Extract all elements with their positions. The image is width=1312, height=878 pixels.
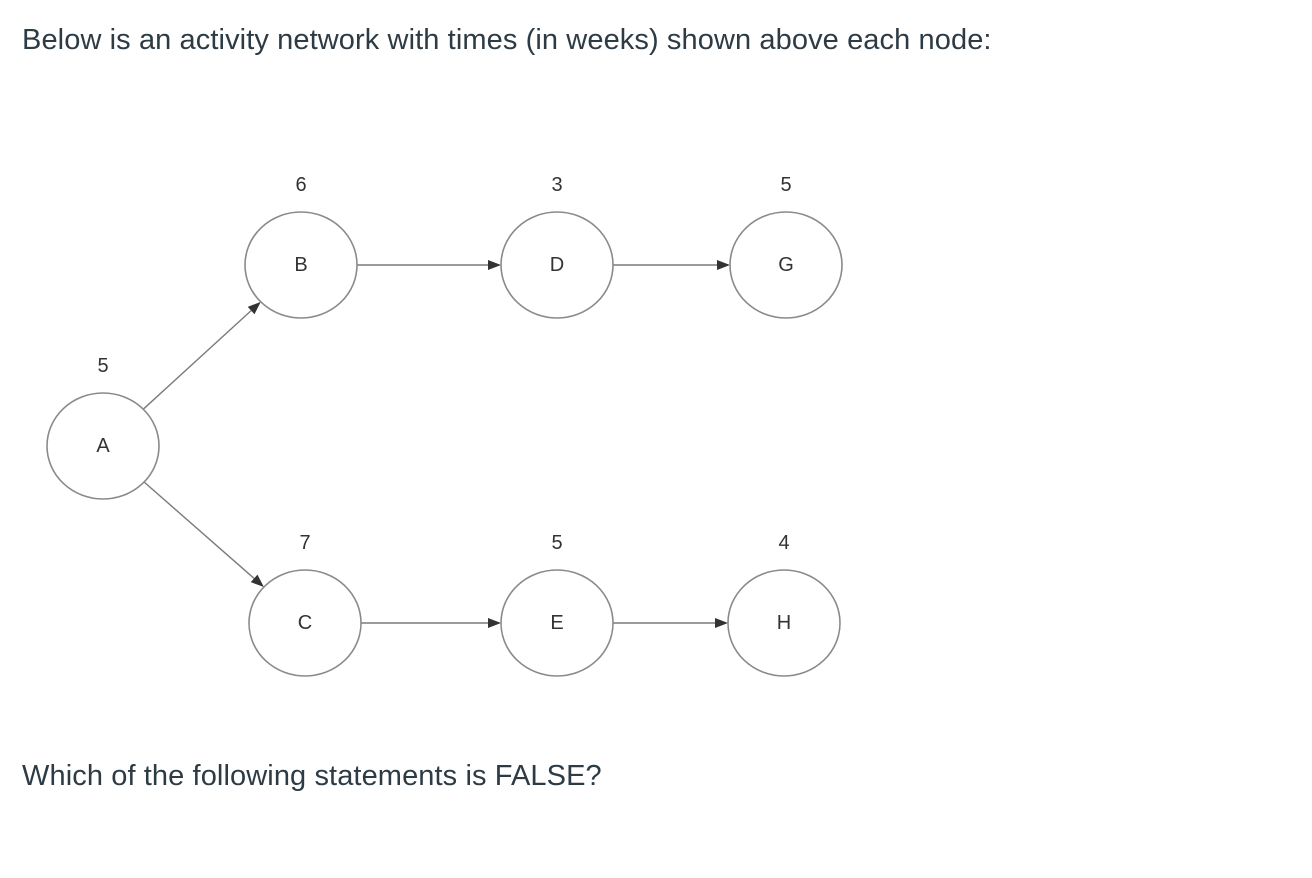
arrowhead: [715, 618, 728, 628]
edge-a-b: [142, 301, 261, 410]
arrowhead: [717, 260, 730, 270]
arrowhead: [488, 260, 501, 270]
node-label: G: [778, 254, 794, 276]
edge-e-h: [613, 618, 728, 628]
question-prompt: Which of the following statements is FAL…: [22, 760, 602, 792]
node-label: C: [298, 612, 312, 634]
edge-line: [142, 310, 252, 410]
node-circle: [248, 569, 362, 677]
node-g: G5: [729, 174, 843, 319]
node-time-label: 5: [780, 174, 791, 196]
node-circle: [727, 569, 841, 677]
node-label: H: [777, 612, 791, 634]
arrowhead: [247, 301, 261, 315]
edges-layer: [142, 260, 730, 628]
node-circle: [729, 211, 843, 319]
node-a: A5: [46, 355, 160, 500]
question-intro: Below is an activity network with times …: [22, 24, 992, 56]
node-time-label: 5: [551, 532, 562, 554]
edge-a-c: [143, 481, 264, 587]
node-label: B: [294, 254, 307, 276]
node-d: D3: [500, 174, 614, 319]
node-label: E: [550, 612, 563, 634]
edge-c-e: [361, 618, 501, 628]
node-e: E5: [500, 532, 614, 677]
node-c: C7: [248, 532, 362, 677]
node-label: A: [96, 435, 110, 457]
node-label: D: [550, 254, 564, 276]
node-time-label: 3: [551, 174, 562, 196]
node-time-label: 4: [778, 532, 789, 554]
arrowhead: [488, 618, 501, 628]
node-time-label: 7: [299, 532, 310, 554]
node-circle: [500, 569, 614, 677]
edge-b-d: [357, 260, 501, 270]
node-time-label: 6: [295, 174, 306, 196]
edge-line: [143, 481, 255, 579]
node-b: B6: [244, 174, 358, 319]
node-circle: [500, 211, 614, 319]
edge-d-g: [613, 260, 730, 270]
node-h: H4: [727, 532, 841, 677]
node-circle: [46, 392, 160, 500]
node-circle: [244, 211, 358, 319]
arrowhead: [250, 574, 264, 587]
node-time-label: 5: [97, 355, 108, 377]
